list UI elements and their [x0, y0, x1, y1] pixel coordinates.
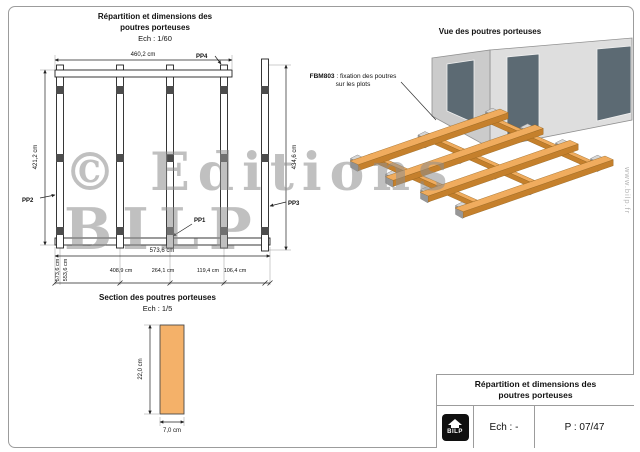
section-width-dim: 7,0 cm	[163, 428, 181, 434]
dim-chain-rot2: 553,6 cm	[63, 258, 69, 281]
callout-line2: sur les plots	[335, 81, 371, 88]
fbm803-callout: FBM803 : fixation des poutres sur les pl…	[302, 73, 404, 89]
plan-drawing: 460,2 cm PP4 421,2 cm 434,6 cm PP2 PP1 P…	[22, 52, 300, 286]
dim-right-434: 434,6 cm	[292, 145, 298, 170]
plan-title-line2: poutres porteuses	[120, 23, 190, 32]
callout-code: FBM803	[309, 73, 335, 80]
plan-title: Répartition et dimensions des poutres po…	[55, 11, 255, 44]
beam-bottom-pp1	[54, 237, 271, 246]
bilp-logo: BILP	[441, 413, 469, 441]
section-title-line: Section des poutres porteuses	[99, 293, 216, 302]
plan-extension-lines	[40, 55, 291, 285]
beam-top-pp4	[54, 69, 233, 78]
titleblock-title: Répartition et dimensions des poutres po…	[437, 375, 634, 406]
plan-dimension-lines	[43, 58, 288, 286]
plan-scale: Ech : 1/60	[138, 34, 172, 43]
logo-cell: BILP	[437, 406, 474, 448]
titleblock-title-line1: Répartition et dimensions des	[474, 379, 597, 389]
dim-chain-rot1: 573,6 cm	[55, 258, 61, 281]
dim-total-573: 573,6 cm	[150, 248, 175, 254]
label-pp3: PP3	[288, 201, 300, 207]
dim-left-421: 421,2 cm	[33, 145, 39, 170]
view3d-title: Vue des poutres porteuses	[438, 27, 542, 36]
titleblock-bottom-row: BILP Ech : - P : 07/47	[437, 406, 634, 448]
scale-value: Ech : -	[474, 406, 535, 448]
house-body-icon	[451, 425, 459, 428]
dim-chain-1: 408,9 cm	[110, 268, 133, 274]
house-roof-icon	[448, 419, 462, 425]
callout-text: : fixation des poutres	[334, 73, 397, 80]
label-pp2: PP2	[22, 198, 34, 204]
section-dimension-lines	[148, 324, 185, 424]
titleblock: Répartition et dimensions des poutres po…	[436, 374, 634, 448]
label-pp1: PP1	[194, 218, 206, 224]
beam-section-rect	[159, 324, 185, 415]
pp-leader-arrows	[39, 55, 287, 237]
page-number: P : 07/47	[564, 421, 605, 433]
section-title: Section des poutres porteuses Ech : 1/5	[75, 292, 240, 314]
section-scale: Ech : 1/5	[142, 304, 173, 313]
dim-chain-4: 106,4 cm	[224, 268, 247, 274]
plan-plots	[56, 86, 269, 235]
view3d-drawing	[349, 37, 633, 219]
plan-title-line1: Répartition et dimensions des	[97, 12, 213, 21]
dim-top-460: 460,2 cm	[131, 52, 156, 58]
dim-chain-3: 119,4 cm	[197, 268, 220, 274]
house-walls	[431, 37, 633, 149]
callout-leader-line	[400, 81, 437, 121]
section-drawing: 22,0 cm 7,0 cm	[138, 324, 185, 434]
titleblock-title-line2: poutres porteuses	[498, 390, 573, 400]
plan-beams	[54, 58, 271, 252]
label-pp4: PP4	[196, 54, 208, 60]
callout-line1: FBM803 : fixation des poutres	[302, 73, 404, 81]
bilp-logo-text: BILP	[447, 429, 463, 435]
page-border	[8, 6, 634, 448]
window-right-wall-2	[596, 45, 632, 122]
dim-chain-2: 264,1 cm	[152, 268, 175, 274]
section-height-dim: 22,0 cm	[138, 358, 144, 379]
